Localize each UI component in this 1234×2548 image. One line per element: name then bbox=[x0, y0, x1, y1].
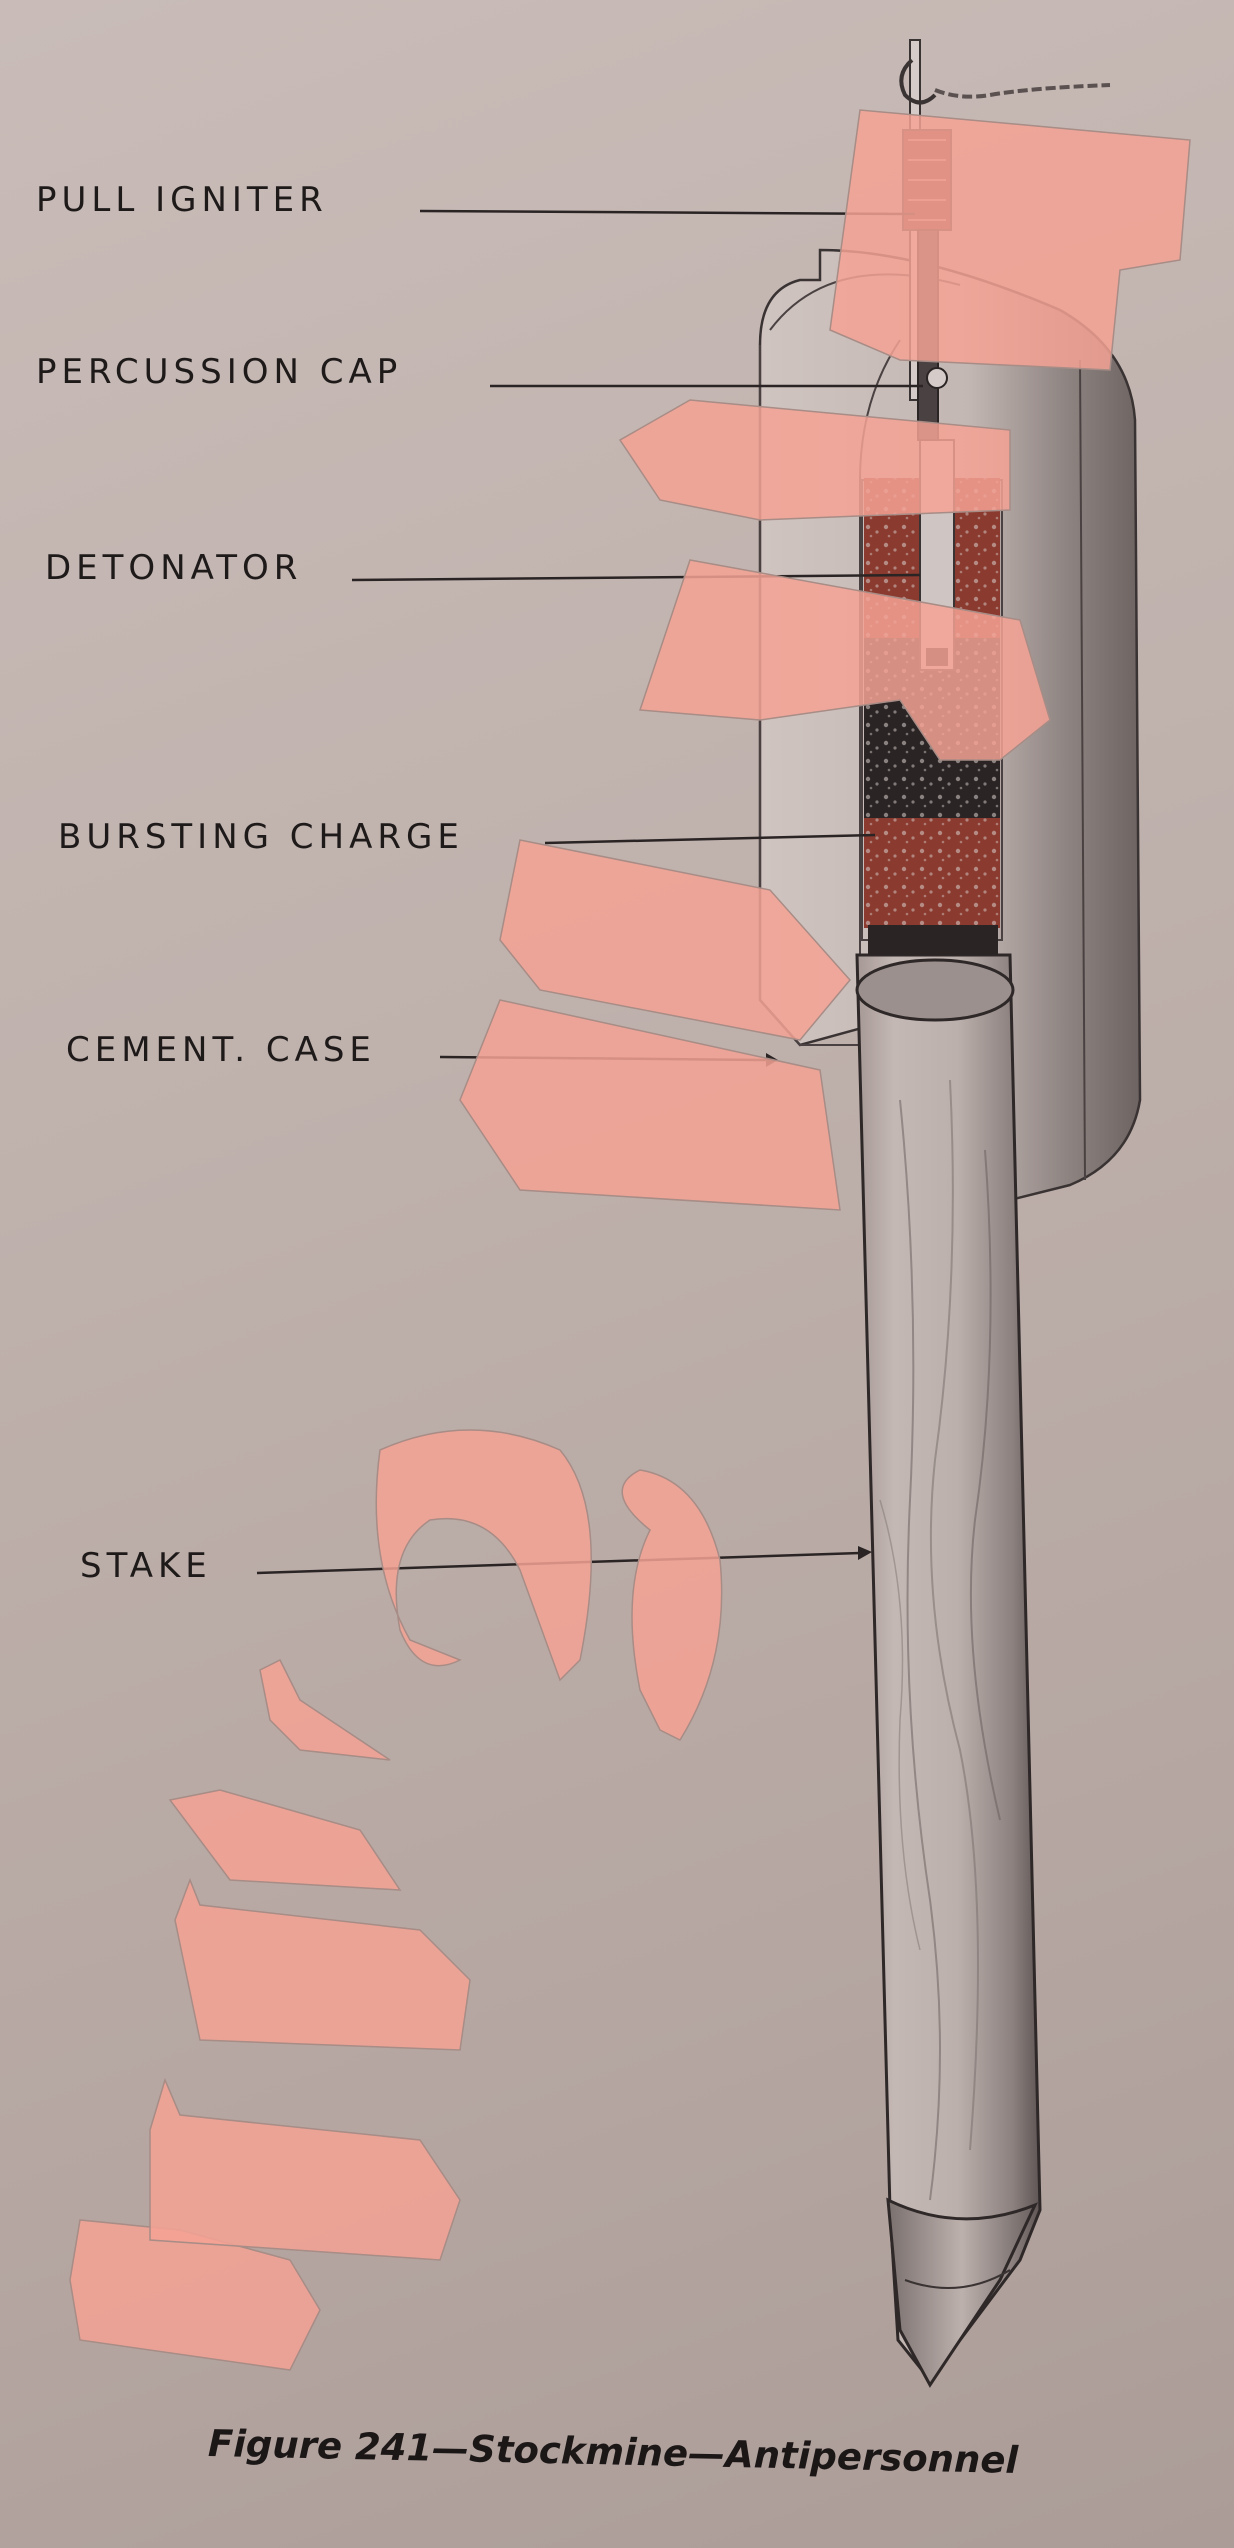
watermark-ww2db bbox=[69, 109, 1191, 2371]
label-stake: STAKE bbox=[80, 1546, 212, 1586]
leader-bursting-charge bbox=[544, 833, 876, 845]
stake-shape bbox=[855, 953, 1042, 2388]
label-cement-case: CEMENT. CASE bbox=[66, 1030, 376, 1070]
label-pull-igniter: PULL IGNITER bbox=[36, 180, 328, 220]
label-detonator: DETONATOR bbox=[45, 548, 303, 588]
leader-pull-igniter bbox=[419, 209, 916, 216]
label-percussion-cap: PERCUSSION CAP bbox=[36, 352, 403, 392]
label-bursting-charge: BURSTING CHARGE bbox=[58, 817, 464, 857]
leader-detonator bbox=[351, 573, 921, 582]
